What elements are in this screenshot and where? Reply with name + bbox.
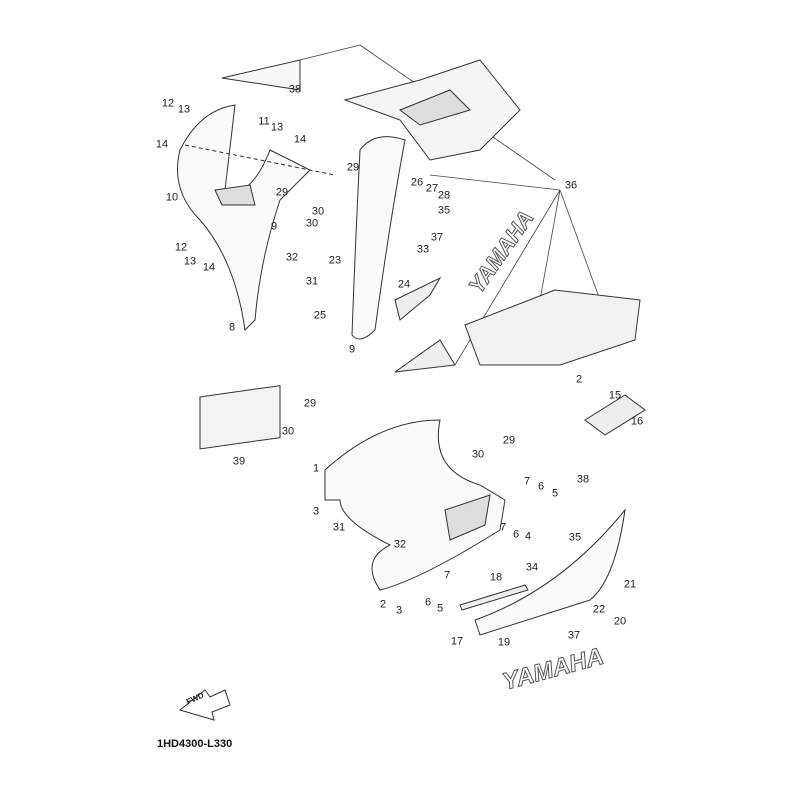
callout: 11 — [258, 115, 270, 128]
callout: 36 — [564, 179, 578, 192]
callout: 17 — [450, 635, 464, 648]
callout: 29 — [303, 397, 317, 410]
callout: 37 — [430, 231, 444, 244]
callout: 2 — [575, 373, 583, 386]
callout: 7 — [499, 521, 507, 534]
callout: 14 — [155, 138, 169, 151]
callout: 32 — [285, 251, 299, 264]
callout: 5 — [436, 602, 444, 615]
callout: 7 — [443, 569, 451, 582]
callout: 15 — [608, 389, 622, 402]
decal-yamaha-vertical: YAMAHA — [464, 206, 539, 298]
callout: 18 — [489, 571, 503, 584]
callout: 23 — [328, 254, 342, 267]
callout: 6 — [424, 596, 432, 609]
diagram-code: 1HD4300-L330 — [157, 738, 233, 750]
callout: 31 — [305, 275, 319, 288]
callout: 28 — [437, 189, 451, 202]
callout: 31 — [332, 521, 346, 534]
callout: 12 — [174, 241, 188, 254]
decal-triangle-top — [221, 59, 301, 91]
callout: 5 — [551, 487, 559, 500]
inner-panel — [351, 136, 406, 340]
callout: 38 — [288, 83, 302, 96]
callout: 29 — [346, 161, 360, 174]
bracket-15 — [584, 394, 646, 436]
callout: 24 — [397, 278, 411, 291]
callout: 29 — [275, 186, 289, 199]
callout: 27 — [425, 182, 439, 195]
callout: 33 — [416, 243, 430, 256]
callout: 2 — [379, 598, 387, 611]
lower-side-cover — [474, 508, 626, 636]
callout: 9 — [270, 220, 278, 233]
callout: 12 — [161, 97, 175, 110]
fwd-arrow-icon — [178, 689, 231, 721]
decal-yamaha-lower: YAMAHA — [500, 643, 607, 696]
callout: 25 — [313, 309, 327, 322]
callout: 30 — [311, 205, 325, 218]
under-cowl — [324, 419, 506, 591]
callout: 29 — [502, 434, 516, 447]
callout: 30 — [281, 425, 295, 438]
callout: 13 — [270, 121, 284, 134]
callout: 6 — [512, 528, 520, 541]
callout: 4 — [524, 530, 532, 543]
callout: 21 — [623, 578, 637, 591]
callout: 30 — [305, 217, 319, 230]
callout: 35 — [568, 531, 582, 544]
callout: 6 — [537, 480, 545, 493]
callout: 20 — [613, 615, 627, 628]
callout: 3 — [312, 505, 320, 518]
callout: 13 — [177, 103, 191, 116]
callout: 26 — [410, 176, 424, 189]
callout: 13 — [183, 255, 197, 268]
callout: 30 — [471, 448, 485, 461]
callout: 9 — [348, 343, 356, 356]
callout: 32 — [393, 538, 407, 551]
callout: 19 — [497, 636, 511, 649]
callout: 1 — [312, 462, 320, 475]
callout: 34 — [525, 561, 539, 574]
decal-stripe-lower — [464, 289, 641, 366]
left-side-cowl — [177, 104, 311, 332]
callout: 7 — [523, 475, 531, 488]
rod-18 — [459, 584, 529, 611]
sticker-sheet — [199, 385, 281, 450]
callout: 37 — [567, 629, 581, 642]
callout: 22 — [592, 603, 606, 616]
callout: 35 — [437, 204, 451, 217]
callout: 3 — [395, 604, 403, 617]
callout: 10 — [165, 191, 179, 204]
callout: 8 — [228, 321, 236, 334]
callout: 16 — [630, 415, 644, 428]
callout: 39 — [232, 455, 246, 468]
callout: 14 — [202, 261, 216, 274]
callout: 38 — [576, 473, 590, 486]
callout: 14 — [293, 133, 307, 146]
